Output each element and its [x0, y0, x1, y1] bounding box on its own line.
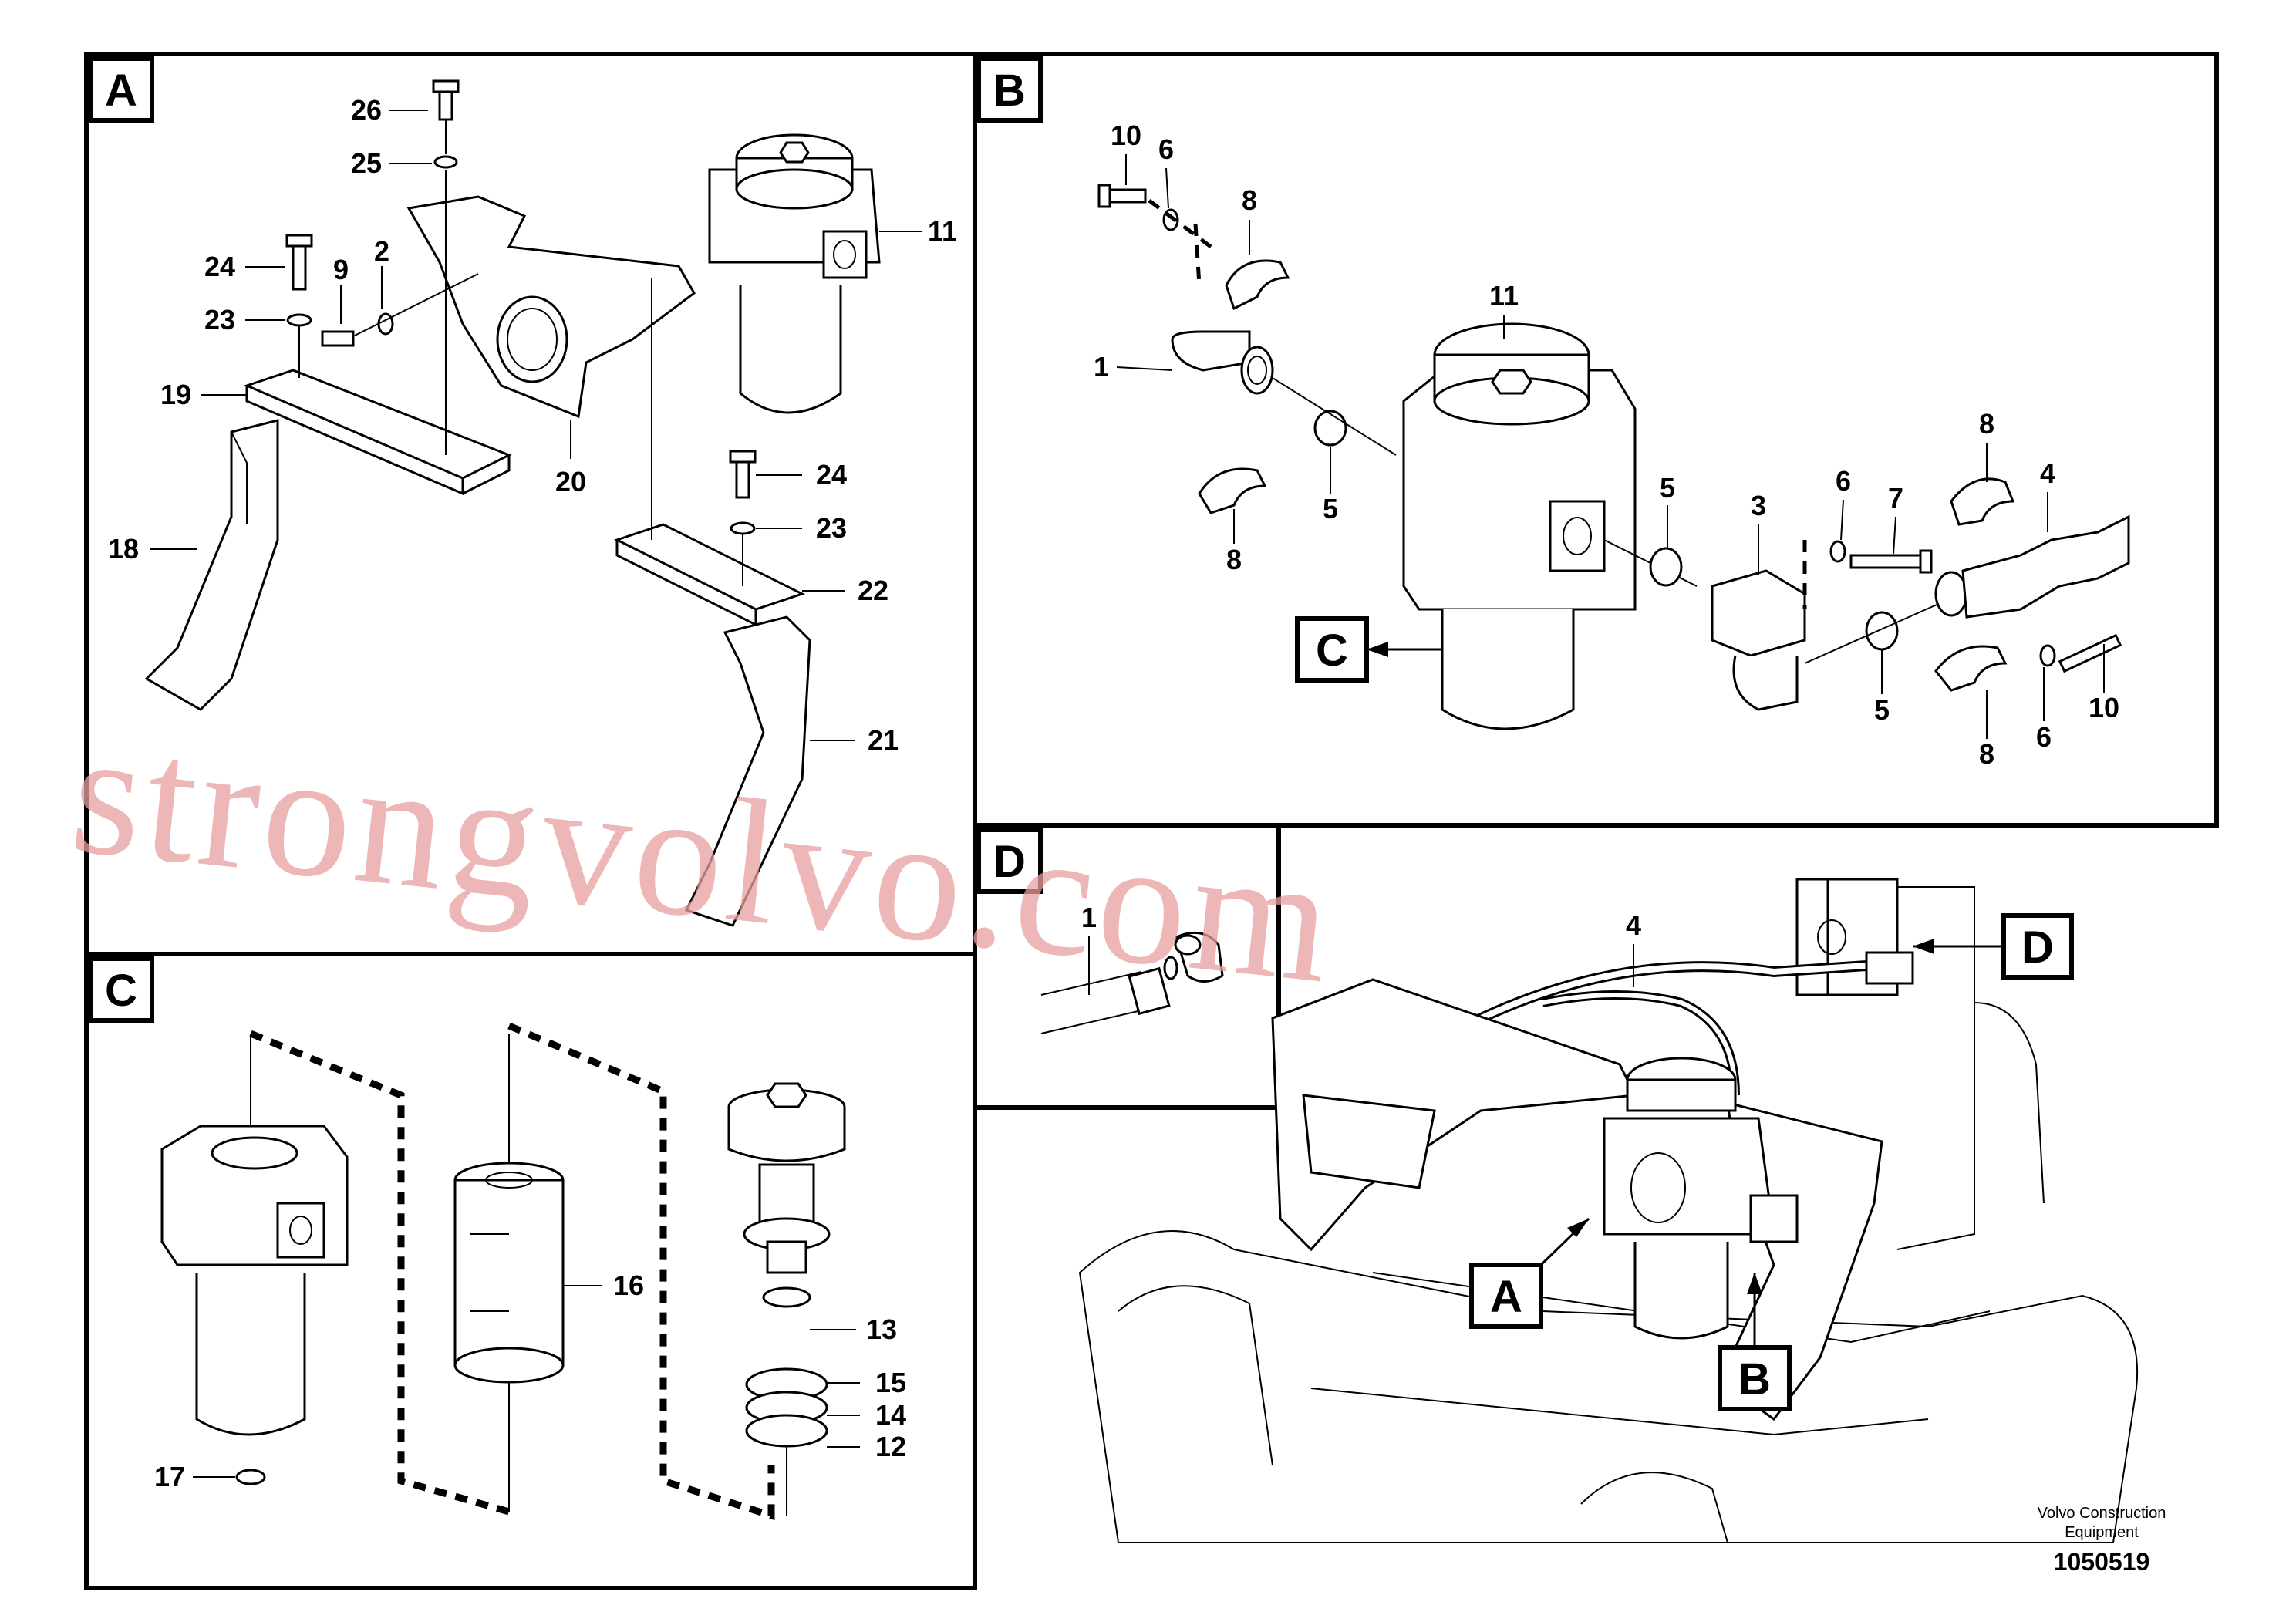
callout-b-10b: 10: [2089, 692, 2119, 723]
panel-c-frame: [84, 952, 977, 1590]
panel-a-drawing: [144, 79, 881, 927]
callout-c-17: 17: [154, 1461, 185, 1492]
callout-25: 25: [351, 147, 382, 179]
overview-drawing: D 4 A B: [1078, 878, 2139, 1543]
callout-11: 11: [928, 215, 957, 247]
overview-a-box: [1469, 1263, 1543, 1329]
panel-c-callouts: 16 13 15 14 12 17: [154, 1270, 906, 1492]
callout-d-1: 1: [1081, 902, 1097, 933]
panel-d-drawing: 1: [1040, 902, 1224, 1034]
callout-b-8d: 8: [1979, 738, 1994, 770]
overview-callout-4: 4: [1626, 909, 1641, 941]
callout-24: 24: [204, 251, 235, 282]
callout-20: 20: [555, 466, 586, 497]
drawing-number: 1050519: [2054, 1548, 2150, 1576]
callout-c-12: 12: [875, 1431, 906, 1462]
panel-a-callouts: 26 25 24 9 2 23 11 19 20 24 23 18 22 21: [108, 94, 957, 756]
callout-26: 26: [351, 94, 382, 126]
maker-line1: Volvo Construction: [2038, 1505, 2166, 1522]
callout-18: 18: [108, 533, 139, 565]
callout-b-8a: 8: [1242, 184, 1257, 216]
callout-b-4: 4: [2040, 457, 2055, 489]
panel-c-drawing: [160, 1022, 846, 1521]
callout-24b: 24: [816, 459, 847, 491]
panel-d-letter: D: [993, 837, 1026, 887]
overview-d-box: [2001, 913, 2074, 980]
callout-b-6c: 6: [2036, 721, 2052, 753]
callout-b-10: 10: [1111, 120, 1141, 151]
footer: Volvo Construction Equipment 1050519: [2038, 1505, 2166, 1576]
callout-b-5a: 5: [1323, 493, 1338, 524]
callout-c-16: 16: [613, 1270, 644, 1301]
overview-callout-d: D: [2021, 922, 2054, 973]
callout-b-6: 6: [1158, 133, 1174, 165]
callout-19: 19: [160, 379, 191, 410]
panel-b-drawing: [1097, 184, 2130, 730]
overview-b-box: [1718, 1345, 1792, 1411]
callout-23: 23: [204, 304, 235, 336]
panel-b-callouts: 10 6 8 11 1 5 8 5 3 6 7 8 4 C 5 8 6: [1094, 120, 2119, 770]
callout-22: 22: [858, 575, 888, 606]
panel-b-letter-box: B: [976, 56, 1043, 123]
callout-2: 2: [374, 235, 389, 267]
callout-b-5b: 5: [1660, 472, 1675, 504]
panel-a-letter: A: [105, 66, 137, 116]
callout-b-c: C: [1316, 626, 1348, 676]
callout-c-14: 14: [875, 1399, 906, 1431]
panel-b-frame: [973, 52, 2219, 828]
callout-b-1: 1: [1094, 351, 1109, 383]
panel-c-letter-box: C: [88, 956, 154, 1023]
callout-b-6b: 6: [1836, 465, 1851, 497]
callout-b-5c: 5: [1874, 694, 1890, 726]
callout-b-7: 7: [1888, 482, 1903, 514]
watermark: strongvolvo.com: [64, 693, 1344, 1020]
callout-b-8c: 8: [1979, 408, 1994, 440]
callout-23b: 23: [816, 512, 847, 544]
panel-d-letter-box: D: [976, 828, 1043, 894]
callout-c-15: 15: [875, 1367, 906, 1398]
callout-c-13: 13: [866, 1313, 897, 1345]
callout-9: 9: [333, 254, 349, 285]
panel-b-letter: B: [993, 66, 1026, 116]
callout-b-8b: 8: [1226, 544, 1242, 575]
overview-callout-a: A: [1490, 1272, 1522, 1322]
callout-21: 21: [868, 724, 899, 756]
overview-callout-b: B: [1738, 1354, 1771, 1404]
callout-b-3: 3: [1751, 490, 1766, 521]
panel-c-letter: C: [105, 966, 137, 1016]
panel-a-letter-box: A: [88, 56, 154, 123]
maker-line2: Equipment: [2065, 1524, 2139, 1541]
callout-b-11: 11: [1489, 280, 1519, 312]
